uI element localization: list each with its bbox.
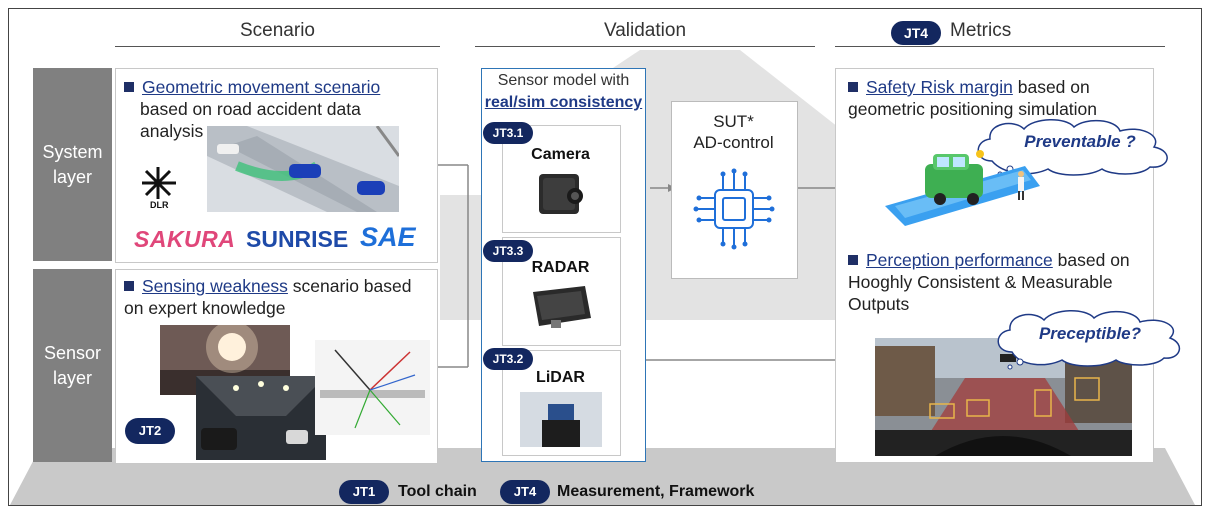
preventable-text: Preventable ? bbox=[1024, 132, 1136, 151]
sensor-layer-label: Sensor layer bbox=[33, 269, 112, 462]
sensing-scenario-desc: scenario based on expert knowledge bbox=[124, 276, 412, 318]
perception-text: Perception performance based on Hooghly … bbox=[848, 249, 1148, 315]
diagram-frame bbox=[8, 8, 1202, 506]
bullet-icon bbox=[124, 281, 134, 291]
jt3-3-badge: JT3.3 bbox=[483, 240, 533, 262]
sensor-model-label: Sensor model with bbox=[497, 72, 630, 89]
safety-risk-link[interactable]: Safety Risk margin bbox=[866, 77, 1013, 97]
camera-label: Camera bbox=[531, 146, 590, 163]
sut-subtitle: AD-control bbox=[693, 133, 774, 152]
tunnel-image bbox=[196, 376, 326, 460]
sensor-layer-text: Sensor layer bbox=[43, 343, 102, 388]
dlr-logo-icon: DLR bbox=[142, 167, 176, 209]
perception-performance-link[interactable]: Perception performance bbox=[866, 250, 1053, 270]
jt3-2-badge: JT3.2 bbox=[483, 348, 533, 370]
bullet-icon bbox=[124, 82, 134, 92]
sakura-logo: SAKURA bbox=[134, 226, 236, 252]
dlr-logo-text: DLR bbox=[150, 200, 169, 209]
radar-label: RADAR bbox=[531, 259, 590, 276]
header-scenario-line bbox=[115, 46, 440, 47]
metrics-badge: JT4 bbox=[891, 21, 941, 45]
geometric-scenario-link[interactable]: Geometric movement scenario bbox=[142, 77, 381, 97]
header-validation-line bbox=[475, 46, 815, 47]
safety-desc: based on geometric positioning simulatio… bbox=[848, 77, 1098, 119]
geometric-scenario-text: Geometric movement scenario bbox=[124, 76, 424, 98]
preceptible-text: Preceptible? bbox=[1038, 324, 1142, 343]
lidar-label: LiDAR bbox=[536, 369, 585, 386]
sensing-weakness-link[interactable]: Sensing weakness bbox=[142, 276, 288, 296]
header-metrics-line bbox=[835, 46, 1165, 47]
car-pedestrian-scene bbox=[885, 150, 1040, 226]
consistency-link[interactable]: real/sim consistency bbox=[484, 94, 643, 111]
system-layer-label: System layer bbox=[33, 68, 112, 261]
sunrise-logo: SUNRISE bbox=[246, 226, 349, 252]
jt2-badge: JT2 bbox=[125, 418, 175, 444]
bullet-icon bbox=[848, 255, 858, 265]
reflection-diagram bbox=[315, 340, 430, 435]
safety-text: Safety Risk margin based on geometric po… bbox=[848, 76, 1148, 120]
measurement-framework-label: Measurement, Framework bbox=[557, 483, 755, 500]
tool-chain-label: Tool chain bbox=[398, 483, 477, 500]
camera-icon bbox=[539, 174, 583, 214]
perception-desc: based on Hooghly Consistent & Measurable… bbox=[848, 250, 1130, 314]
bullet-icon bbox=[848, 82, 858, 92]
sut-title: SUT* bbox=[713, 112, 754, 131]
sensing-scenario-text: Sensing weakness scenario based on exper… bbox=[124, 275, 429, 319]
header-metrics: Metrics bbox=[950, 20, 1012, 41]
preceptible-cloud bbox=[997, 310, 1181, 370]
jt1-badge: JT1 bbox=[339, 480, 389, 504]
system-layer-text: System layer bbox=[42, 142, 103, 187]
radar-icon bbox=[533, 286, 591, 328]
header-validation: Validation bbox=[603, 20, 687, 41]
lidar-icon bbox=[520, 392, 602, 447]
header-scenario: Scenario bbox=[240, 20, 315, 41]
jt3-1-badge: JT3.1 bbox=[483, 122, 533, 144]
road-scene-image bbox=[207, 126, 399, 212]
jt4-footer-badge: JT4 bbox=[500, 480, 550, 504]
geometric-scenario-desc: based on road accident data analysis bbox=[140, 99, 361, 141]
chip-icon bbox=[693, 168, 775, 250]
sae-logo: SAE bbox=[360, 222, 416, 252]
